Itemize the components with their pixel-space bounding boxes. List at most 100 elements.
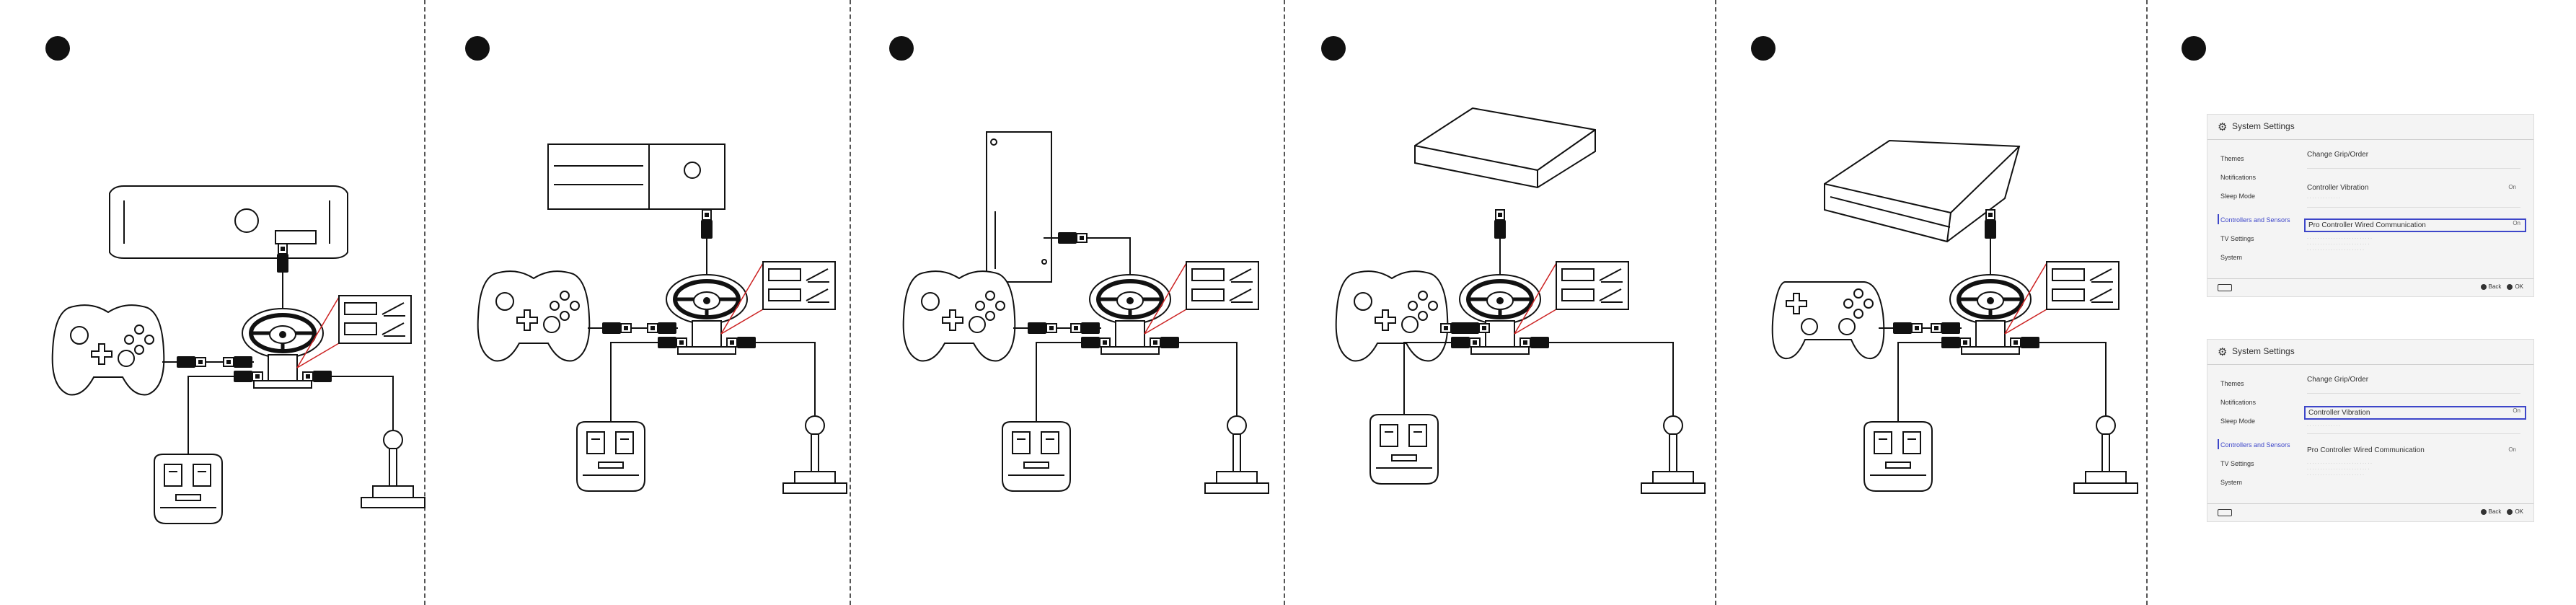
sidebar-item-system[interactable]: System bbox=[2220, 254, 2243, 261]
racing-wheel-icon bbox=[1949, 274, 2032, 355]
shifter-icon bbox=[1204, 415, 1269, 494]
vibration-value: On bbox=[2508, 184, 2516, 190]
gamepad-icon bbox=[1335, 270, 1449, 362]
connection-diagram-4 bbox=[1335, 107, 1706, 494]
divider bbox=[2307, 207, 2520, 208]
sidebar-item-themes[interactable]: Themes bbox=[2220, 155, 2244, 162]
vibration-value: On bbox=[2513, 407, 2520, 414]
wired-value: On bbox=[2513, 220, 2520, 226]
divider bbox=[2307, 433, 2520, 434]
usb-plug-icon bbox=[302, 371, 332, 382]
back-button[interactable]: Back bbox=[2488, 283, 2502, 290]
console-icon bbox=[2218, 284, 2232, 291]
step-marker bbox=[45, 36, 70, 61]
pedals-icon bbox=[1002, 421, 1071, 492]
usb-plug-icon bbox=[701, 209, 713, 239]
a-button-icon bbox=[2507, 508, 2513, 515]
racing-wheel-icon bbox=[1459, 274, 1541, 355]
settings-footer: Back OK bbox=[2207, 278, 2533, 296]
console-icon bbox=[1824, 139, 2021, 243]
racing-wheel-icon bbox=[242, 308, 324, 389]
divider bbox=[2307, 168, 2520, 169]
panel-divider bbox=[1715, 0, 1716, 605]
racing-wheel-icon bbox=[1089, 274, 1171, 355]
row-change-grip[interactable]: Change Grip/Order bbox=[2307, 151, 2369, 159]
connection-diagram-3 bbox=[902, 131, 1269, 494]
sidebar-item-sleep-mode[interactable]: Sleep Mode bbox=[2220, 193, 2256, 200]
usb-plug-icon bbox=[234, 371, 263, 382]
settings-header: ⚙ System Settings bbox=[2207, 115, 2533, 140]
usb-plug-icon bbox=[223, 356, 252, 368]
shifter-icon bbox=[1641, 415, 1706, 494]
settings-footer: Back OK bbox=[2207, 503, 2533, 521]
step-marker bbox=[889, 36, 914, 61]
usb-plug-icon bbox=[1494, 209, 1506, 239]
back-button[interactable]: Back bbox=[2488, 508, 2502, 515]
gamepad-icon bbox=[1771, 281, 1885, 360]
sidebar-item-tv-settings[interactable]: TV Settings bbox=[2220, 235, 2254, 242]
sidebar-item-tv-settings[interactable]: TV Settings bbox=[2220, 460, 2254, 467]
usb-plug-icon bbox=[177, 356, 206, 368]
step-marker bbox=[1321, 36, 1346, 61]
step-marker bbox=[1751, 36, 1776, 61]
mode-switch-callout bbox=[338, 295, 412, 344]
sidebar-item-notifications[interactable]: Notifications bbox=[2220, 174, 2257, 181]
sidebar-item-sleep-mode[interactable]: Sleep Mode bbox=[2220, 418, 2256, 425]
sidebar-item-themes[interactable]: Themes bbox=[2220, 380, 2244, 387]
mode-switch-callout bbox=[1186, 261, 1259, 310]
usb-plug-icon bbox=[1150, 337, 1179, 348]
row-change-grip[interactable]: Change Grip/Order bbox=[2307, 376, 2369, 384]
gamepad-icon bbox=[51, 304, 165, 396]
sidebar-item-notifications[interactable]: Notifications bbox=[2220, 399, 2257, 406]
usb-plug-icon bbox=[647, 322, 676, 334]
usb-plug-icon bbox=[726, 337, 756, 348]
racing-wheel-icon bbox=[666, 274, 748, 355]
row-description: · · · · · · · · · · · · · bbox=[2307, 424, 2340, 428]
pedals-icon bbox=[154, 454, 223, 524]
settings-screen: ⚙ System Settings Themes Notifications S… bbox=[2207, 339, 2534, 522]
sidebar-item-system[interactable]: System bbox=[2220, 479, 2243, 486]
sidebar-selection-bar bbox=[2218, 214, 2219, 224]
b-button-icon bbox=[2480, 508, 2487, 515]
settings-header: ⚙ System Settings bbox=[2207, 340, 2533, 365]
usb-plug-icon bbox=[1440, 322, 1470, 334]
pedals-icon bbox=[576, 421, 645, 492]
a-button-icon bbox=[2507, 283, 2513, 290]
usb-plug-icon bbox=[1931, 322, 1960, 334]
usb-plug-icon bbox=[602, 322, 632, 334]
shifter-icon bbox=[361, 430, 425, 508]
pedals-icon bbox=[1369, 414, 1439, 485]
row-description: · · · · · · · · · · · · · · · · · · · · … bbox=[2307, 462, 2372, 477]
mode-switch-callout bbox=[2046, 261, 2120, 310]
gamepad-icon bbox=[902, 270, 1016, 362]
usb-plug-icon bbox=[658, 337, 687, 348]
step-marker bbox=[465, 36, 490, 61]
ok-button[interactable]: OK bbox=[2515, 283, 2523, 290]
settings-screen: ⚙ System Settings Themes Notifications S… bbox=[2207, 114, 2534, 297]
usb-plug-icon bbox=[1451, 337, 1481, 348]
console-icon bbox=[1414, 107, 1596, 189]
row-description: · · · · · · · · · · · · · · · · · · · · … bbox=[2307, 237, 2372, 252]
shifter-icon bbox=[2073, 415, 2138, 494]
usb-plug-icon bbox=[1893, 322, 1923, 334]
panel-divider bbox=[1284, 0, 1285, 605]
ok-button[interactable]: OK bbox=[2515, 508, 2523, 515]
usb-plug-icon bbox=[1028, 322, 1057, 334]
sidebar-item-controllers[interactable]: Controllers and Sensors bbox=[2220, 441, 2290, 449]
usb-plug-icon bbox=[1519, 337, 1549, 348]
console-icon bbox=[109, 185, 348, 259]
panel-divider bbox=[2146, 0, 2148, 605]
panel-divider bbox=[424, 0, 425, 605]
connection-diagram-5 bbox=[1771, 139, 2138, 494]
sidebar-item-controllers[interactable]: Controllers and Sensors bbox=[2220, 216, 2290, 224]
connection-diagram-1 bbox=[51, 185, 425, 524]
gear-icon: ⚙ bbox=[2218, 346, 2228, 358]
connection-diagram-2 bbox=[477, 143, 847, 494]
wired-value: On bbox=[2508, 446, 2516, 453]
